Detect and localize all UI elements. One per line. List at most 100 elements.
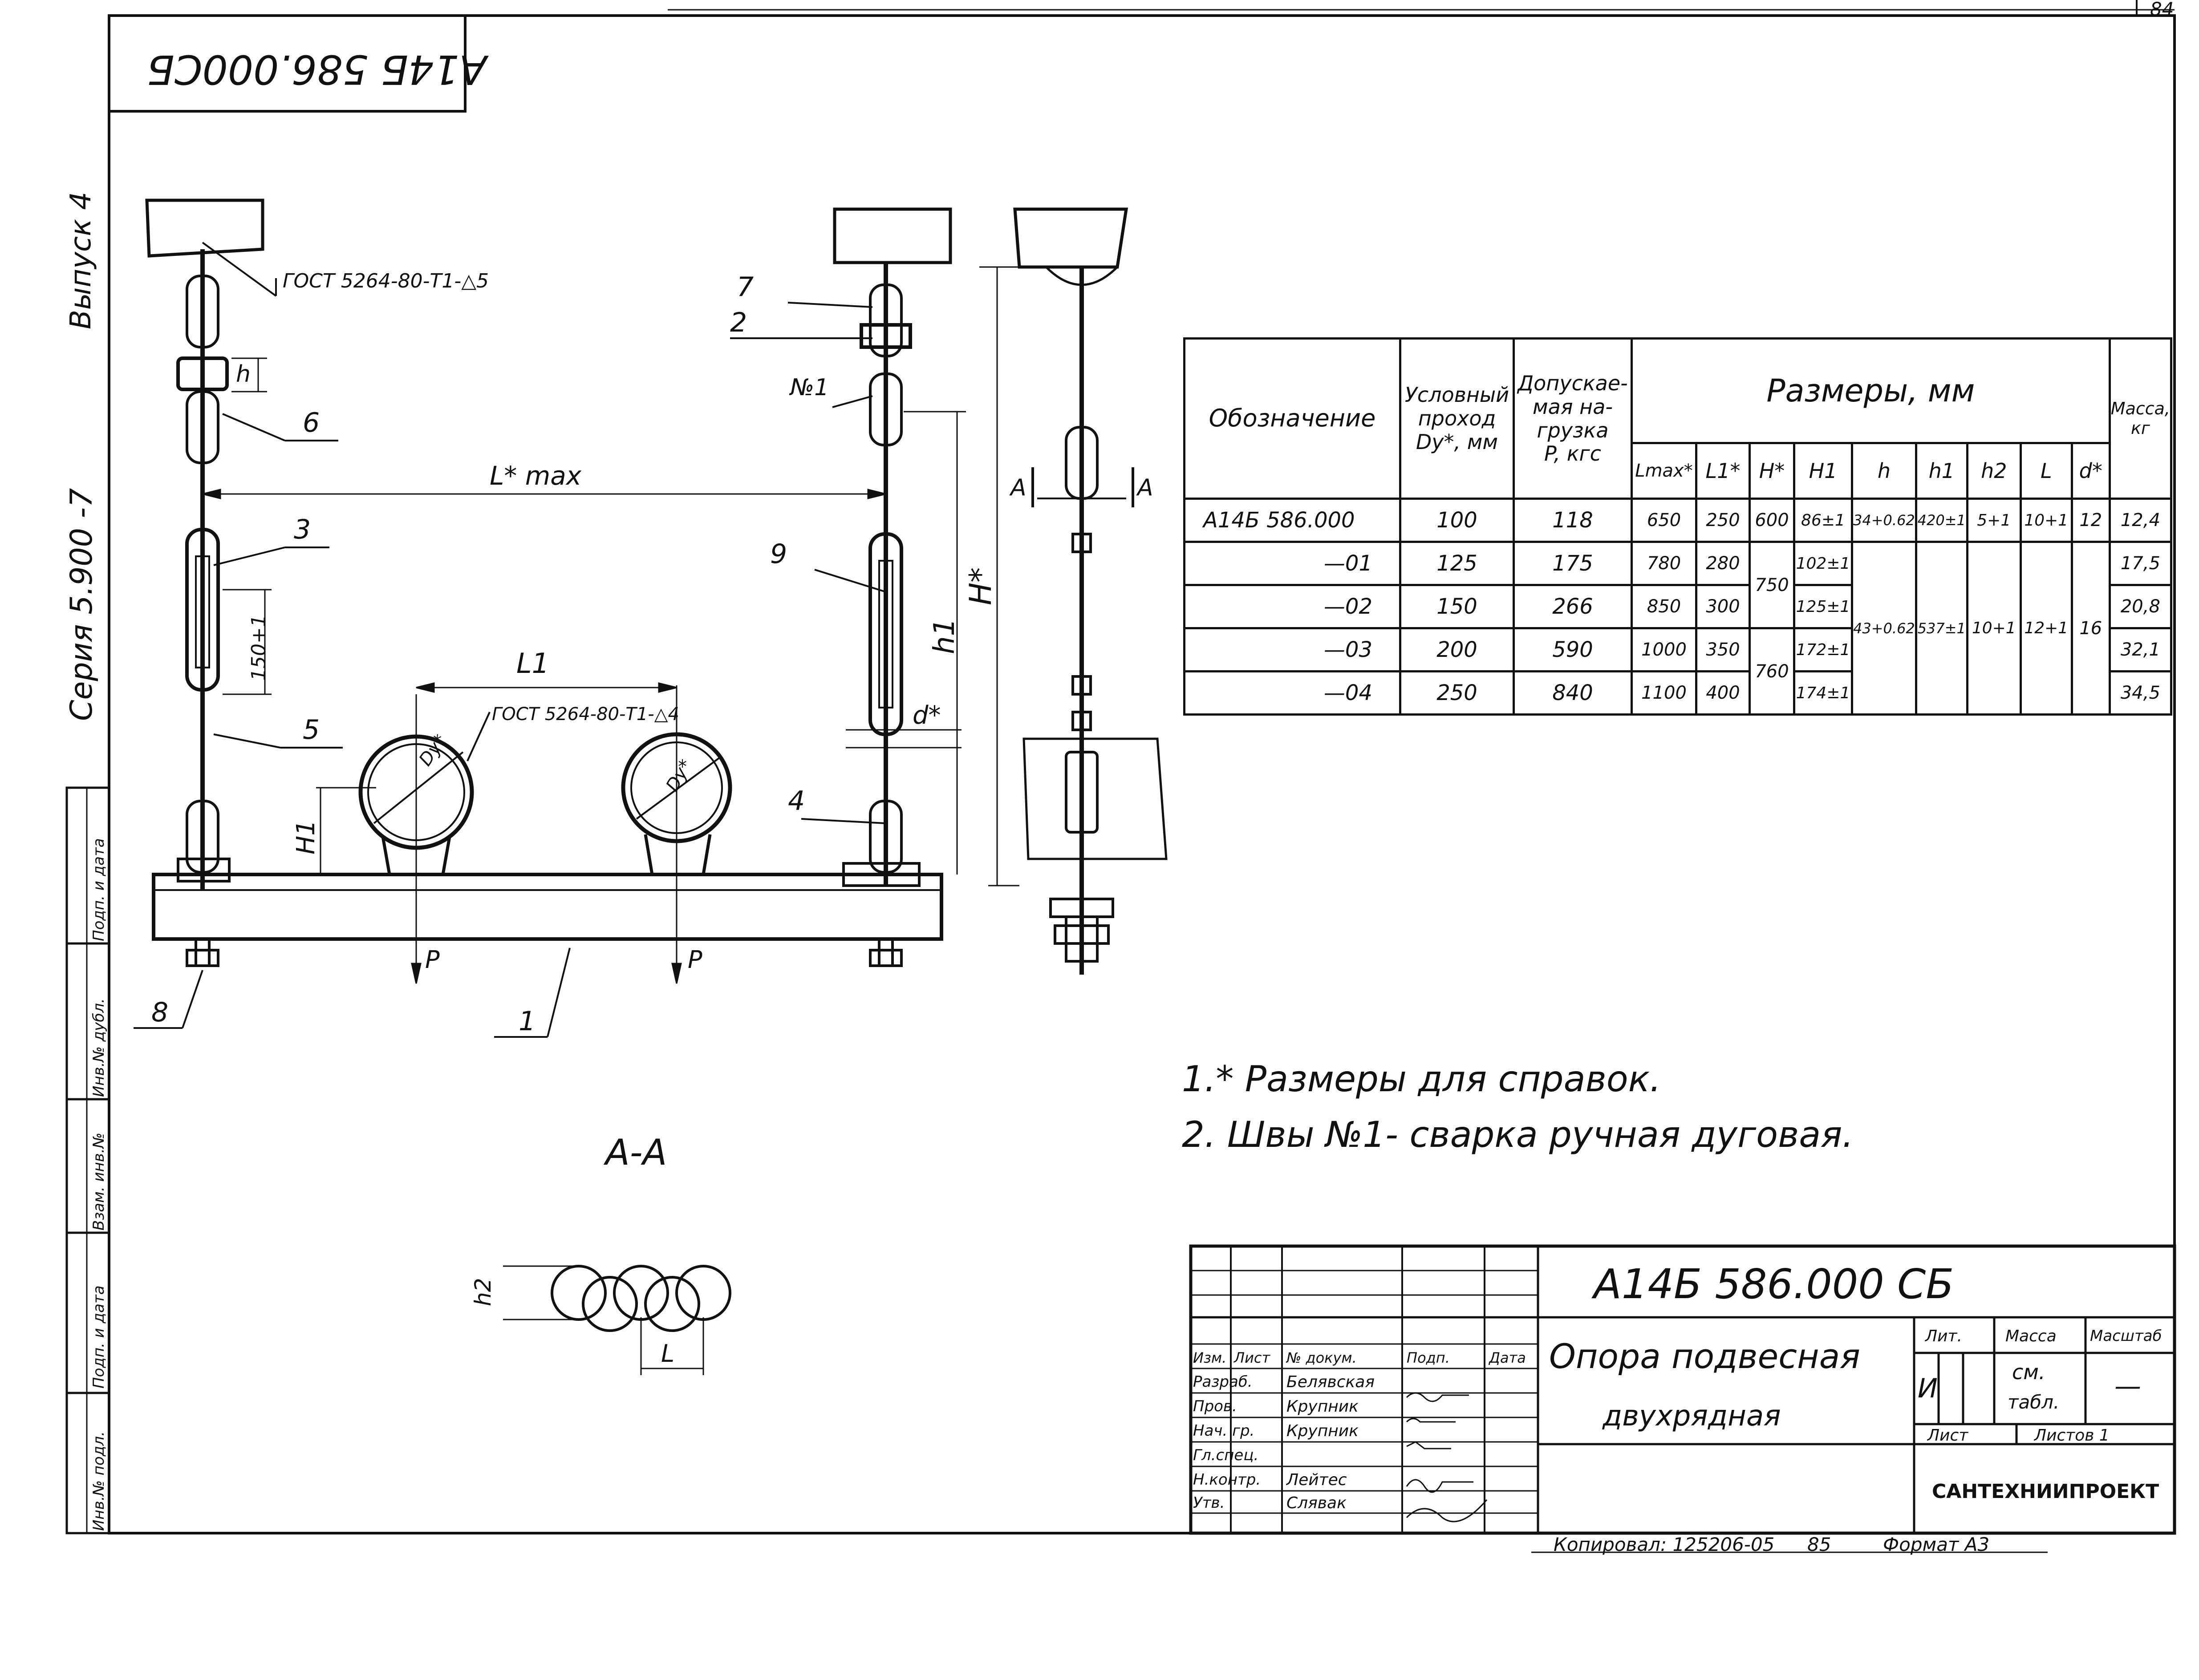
stamp-cell: Подп. и дата xyxy=(90,838,108,941)
table-row: —02 150 266 850 300 125±1 20,8 xyxy=(1183,584,2173,629)
col-header-sign: Подп. xyxy=(1407,1349,1450,1366)
series-label: Серия 5.900 -7 xyxy=(64,488,99,721)
triangle-icon: △ xyxy=(654,704,668,725)
col-header-izm: Изм. xyxy=(1193,1349,1227,1366)
section-arrow-a-right: A xyxy=(1137,474,1153,501)
callout-9: 9 xyxy=(770,538,787,570)
front-view xyxy=(145,198,952,979)
doc-name-line2: двухрядная xyxy=(1603,1400,1781,1433)
section-aa xyxy=(503,1265,731,1375)
person-name: Лейтес xyxy=(1286,1471,1347,1489)
copied-by: Копировал: 125206-05 xyxy=(1554,1534,1775,1555)
sheet-label: Лист xyxy=(1927,1426,1968,1445)
format-label: Формат А3 xyxy=(1883,1534,1990,1555)
table-row: —03 200 590 1000 350 760 172±1 32,1 xyxy=(1183,627,2173,716)
role-label: Нач. гр. xyxy=(1193,1422,1255,1440)
col-d: d* xyxy=(2070,442,2111,500)
scale-value: — xyxy=(2114,1371,2141,1402)
org-name: САНТЕХНИИПРОЕКТ xyxy=(1932,1480,2159,1503)
weld-note-mid: ГОСТ 5264-80-Т1-△4 xyxy=(492,704,679,725)
dim-h1-lower: H1 xyxy=(292,820,321,854)
issue-label: Выпуск 4 xyxy=(65,191,97,329)
dim-l-small: L xyxy=(661,1340,675,1368)
section-arrow-a-left: A xyxy=(1010,474,1026,501)
table-row: А14Б 586.000 100 118 650 250 600 86±1 34… xyxy=(1183,498,2173,543)
person-name: Белявская xyxy=(1286,1373,1375,1391)
col-sizes: Размеры, мм xyxy=(1631,337,2111,444)
dim-h-star: H* xyxy=(963,567,998,605)
stamp-cell: Взам. инв.№ xyxy=(90,1132,108,1231)
table-row: —04 250 840 1100 400 174±1 34,5 xyxy=(1183,670,2173,716)
load-p-1: P xyxy=(425,946,440,974)
person-name: Слявак xyxy=(1286,1494,1347,1512)
dim-h2: h2 xyxy=(470,1278,496,1306)
callout-6: 6 xyxy=(303,407,320,438)
dimension-lines xyxy=(202,266,1019,984)
lit-value: И xyxy=(1918,1373,1938,1404)
role-label: Н.контр. xyxy=(1193,1471,1261,1489)
lit-label: Лит. xyxy=(1925,1327,1962,1345)
mass-value-2: табл. xyxy=(2008,1391,2060,1413)
col-hstar: H* xyxy=(1749,442,1795,500)
dim-150: 150+1 xyxy=(247,615,270,681)
col-lmax: Lmax* xyxy=(1631,442,1697,500)
col-h2: h2 xyxy=(1966,442,2022,500)
stamp-cell: Инв.№ дубл. xyxy=(90,998,108,1097)
scale-label: Масштаб xyxy=(2090,1327,2162,1345)
callout-7: 7 xyxy=(737,271,754,303)
col-header-doc: № докум. xyxy=(1286,1349,1357,1366)
col-h: h xyxy=(1851,442,1917,500)
dim-h: h xyxy=(236,361,251,388)
drawing-frame xyxy=(108,14,2176,1534)
title-block xyxy=(1189,1244,2176,1535)
load-p-2: P xyxy=(688,946,702,974)
callout-8: 8 xyxy=(151,997,169,1028)
table-row: —01 125 175 780 280 750 102±1 43+0.62 53… xyxy=(1183,541,2173,716)
role-label: Пров. xyxy=(1193,1397,1237,1415)
person-name: Крупник xyxy=(1286,1397,1359,1416)
doc-name-line1: Опора подвесная xyxy=(1549,1336,1861,1376)
triangle-icon: △ xyxy=(461,270,477,292)
role-label: Разраб. xyxy=(1193,1373,1253,1391)
dim-lmax: L* max xyxy=(490,461,582,491)
sheet-number: 84 xyxy=(2150,0,2174,20)
callout-1: 1 xyxy=(519,1006,536,1037)
col-mass: Масса,кг xyxy=(2108,337,2173,500)
person-name: Крупник xyxy=(1286,1422,1359,1440)
note-1: 1.* Размеры для справок. xyxy=(1182,1058,1661,1100)
section-title: А-А xyxy=(605,1132,667,1173)
col-l1: L1* xyxy=(1695,442,1751,500)
callout-4: 4 xyxy=(788,785,805,817)
stamp-cell: Подп. и дата xyxy=(90,1285,108,1389)
callout-5: 5 xyxy=(303,714,320,745)
dim-d-star: d* xyxy=(913,701,941,730)
mass-value-1: см. xyxy=(2012,1360,2045,1384)
stamp-cell: Инв.№ подл. xyxy=(90,1431,108,1531)
col-h1: H1 xyxy=(1793,442,1853,500)
footer-code: 85 xyxy=(1807,1534,1831,1555)
weld-callout: №1 xyxy=(790,374,829,401)
sheets-label: Листов 1 xyxy=(2034,1426,2110,1445)
col-h1s: h1 xyxy=(1915,442,1968,500)
table-subheader-row: Lmax* L1* H* H1 h h1 h2 L d* xyxy=(1185,442,2171,500)
dim-l1: L1 xyxy=(516,647,549,680)
doc-code-rotated: А14Б 586.000СБ xyxy=(147,46,487,93)
col-designation: Обозначение xyxy=(1183,337,1401,500)
side-view xyxy=(1013,207,1168,975)
note-2: 2. Швы №1- сварка ручная дуговая. xyxy=(1182,1114,1854,1155)
col-header-date: Дата xyxy=(1489,1349,1526,1366)
left-stamp xyxy=(65,786,110,1534)
role-label: Утв. xyxy=(1193,1494,1225,1512)
weld-note-top: ГОСТ 5264-80-Т1-△5 xyxy=(283,270,489,292)
col-header-list: Лист xyxy=(1234,1349,1270,1366)
role-label: Гл.спец. xyxy=(1193,1446,1259,1464)
callout-2: 2 xyxy=(730,307,747,338)
mass-label: Масса xyxy=(2005,1327,2057,1345)
doc-number: А14Б 586.000 СБ xyxy=(1594,1260,1954,1308)
col-l: L xyxy=(2019,442,2073,500)
callout-3: 3 xyxy=(294,514,311,545)
